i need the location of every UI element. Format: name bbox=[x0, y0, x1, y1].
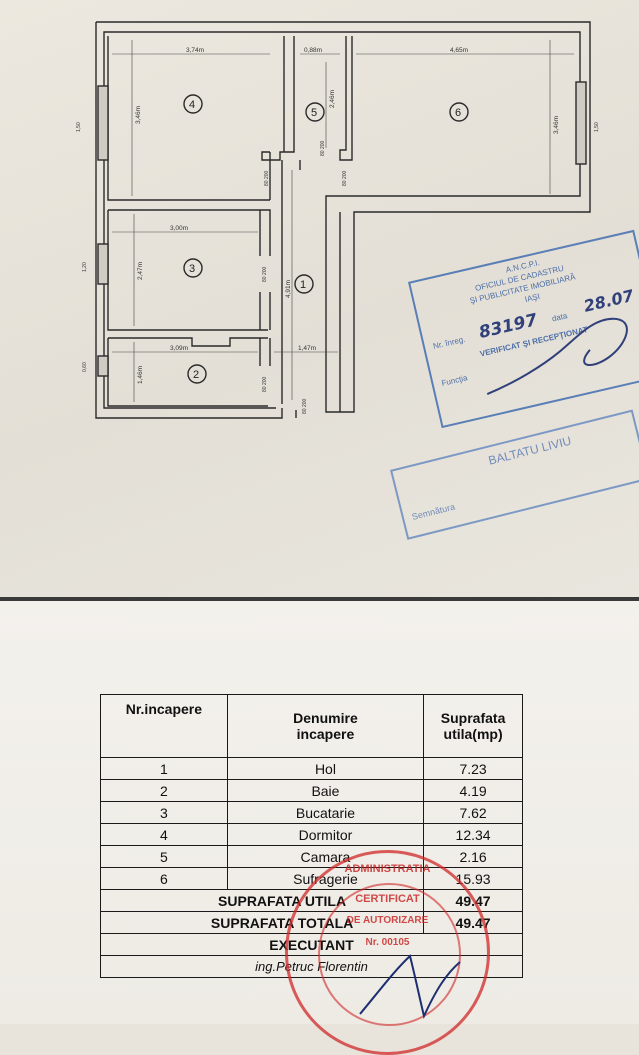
window-label-left-mid: 1,20 bbox=[82, 262, 88, 272]
dim-room4-width: 3,74m bbox=[186, 47, 204, 54]
window-label-left-bottom: 0,60 bbox=[82, 362, 88, 372]
stamp-city: IAŞI bbox=[523, 291, 541, 305]
header-room-number: Nr.incapere bbox=[100, 694, 228, 758]
executant-name-row: ing.Petruc Florentin bbox=[100, 955, 523, 978]
executant-label: EXECUTANT bbox=[100, 933, 523, 956]
dim-hol-height: 4,91m bbox=[285, 280, 292, 298]
total-area-value: 49.47 bbox=[423, 911, 523, 934]
executant-signature bbox=[359, 954, 461, 1019]
door-label: 80 200 bbox=[302, 398, 308, 414]
dim-room3-width: 3,00m bbox=[170, 225, 188, 232]
stamp-function-label: Funcţia bbox=[440, 373, 469, 388]
dim-room4-height: 3,46m bbox=[135, 106, 142, 124]
wall-room3 bbox=[108, 209, 271, 256]
window-label-left-top: 1,50 bbox=[76, 122, 82, 132]
door-label: 80 200 bbox=[262, 266, 268, 282]
stamp2-signature-label: Semnătura bbox=[410, 501, 456, 522]
room-2-number: 2 bbox=[193, 369, 199, 381]
wall-room2 bbox=[108, 337, 268, 347]
dim-room2-height: 1,46m bbox=[137, 366, 144, 384]
room-3-number: 3 bbox=[189, 263, 195, 275]
dim-hol-width: 1,47m bbox=[298, 345, 316, 352]
floor-plan-page: 4 5 6 3 1 2 3,74m 0,88m 4,65m 3,00m 3,09… bbox=[0, 0, 639, 598]
window-label-right-top: 1,50 bbox=[594, 122, 600, 132]
dim-room6-height: 3,46m bbox=[553, 116, 560, 134]
dim-room5-height: 2,46m bbox=[329, 90, 336, 108]
dim-room3-height: 2,47m bbox=[137, 262, 144, 280]
room-6-number: 6 bbox=[455, 107, 461, 119]
wall-room5-room6 bbox=[339, 36, 353, 161]
door-label: 80 200 bbox=[320, 140, 326, 156]
total-area-row: SUPRAFATA TOTALA 49.47 bbox=[99, 911, 523, 934]
dim-room5-width: 0,88m bbox=[304, 47, 322, 54]
executant-name: ing.Petruc Florentin bbox=[100, 955, 523, 978]
room-5-number: 5 bbox=[311, 107, 317, 119]
executant-row: EXECUTANT bbox=[100, 933, 523, 956]
floor-plan-drawing: 4 5 6 3 1 2 3,74m 0,88m 4,65m 3,00m 3,09… bbox=[76, 21, 600, 419]
cadastre-stamp: A.N.C.P.I. OFICIUL DE CADASTRU ŞI PUBLIC… bbox=[408, 229, 639, 429]
total-area-label: SUPRAFATA TOTALA bbox=[99, 911, 425, 934]
door-label: 80 200 bbox=[342, 170, 348, 186]
door-label: 80 200 bbox=[264, 170, 270, 186]
stamp-signature bbox=[486, 317, 628, 395]
door-label: 80 200 bbox=[262, 376, 268, 392]
dim-room6-width: 4,65m bbox=[450, 47, 468, 54]
room-4-number: 4 bbox=[189, 99, 195, 111]
util-area-label: SUPRAFATA UTILA bbox=[99, 889, 425, 912]
outer-wall-left bbox=[95, 22, 283, 419]
room-1-number: 1 bbox=[300, 279, 306, 291]
util-area-row: SUPRAFATA UTILA 49.47 bbox=[99, 889, 523, 912]
page-fold bbox=[0, 597, 639, 601]
dim-room2-width: 3,09m bbox=[170, 345, 188, 352]
util-area-value: 49.47 bbox=[423, 889, 523, 912]
stamp-nr-label: Nr. înreg. bbox=[432, 334, 467, 351]
